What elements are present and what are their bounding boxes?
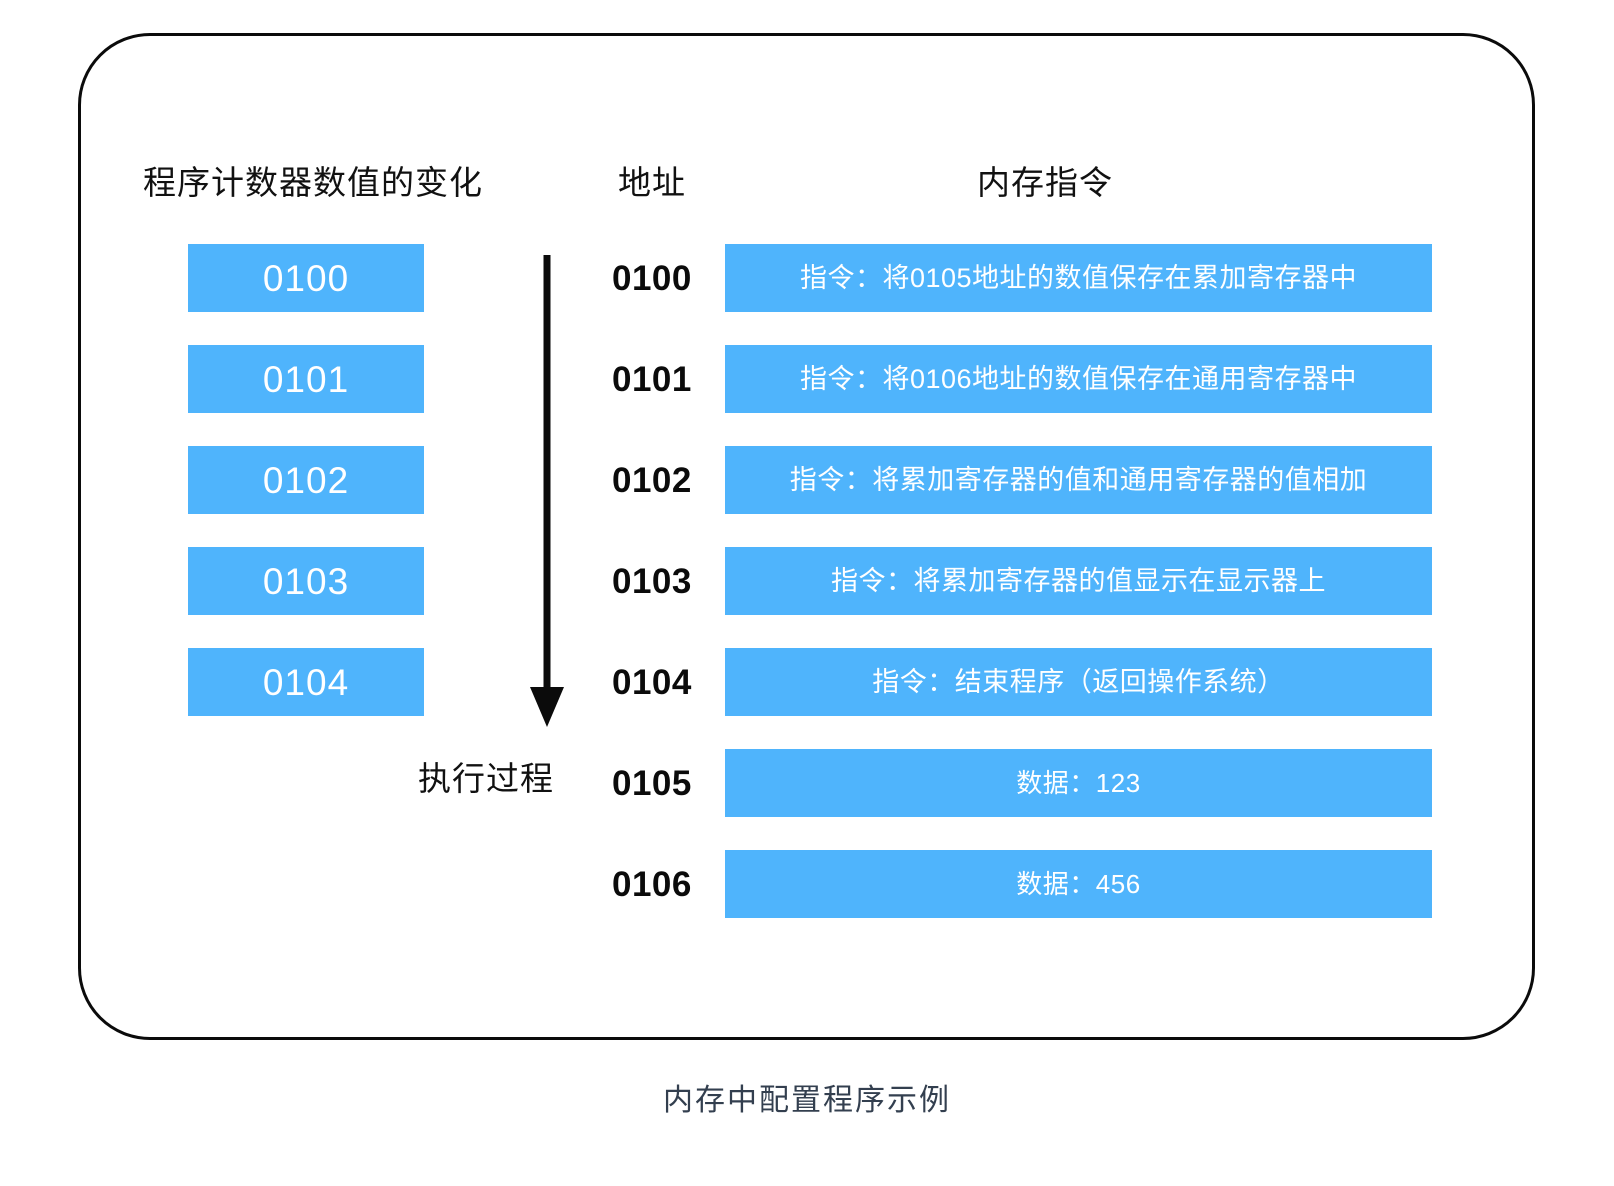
table-row: 0101 指令：将0106地址的数值保存在通用寄存器中	[612, 345, 1432, 413]
table-row: 0100 指令：将0105地址的数值保存在累加寄存器中	[612, 244, 1432, 312]
memory-instruction-text: 指令：将累加寄存器的值和通用寄存器的值相加	[789, 464, 1368, 495]
memory-table: 0100 指令：将0105地址的数值保存在累加寄存器中 0101 指令：将010…	[612, 244, 1432, 951]
memory-instruction-text: 指令：将0105地址的数值保存在累加寄存器中	[799, 262, 1358, 293]
memory-data-text: 数据：123	[1016, 768, 1141, 798]
memory-instruction-bar: 指令：将0105地址的数值保存在累加寄存器中	[725, 244, 1432, 312]
program-counter-value: 0100	[262, 257, 350, 299]
table-row: 0104 指令：结束程序（返回操作系统）	[612, 648, 1432, 716]
program-counter-column: 0100 0101 0102 0103 0104	[188, 244, 424, 749]
memory-address: 0105	[612, 763, 692, 803]
memory-address: 0101	[612, 359, 692, 399]
memory-instruction-text: 指令：结束程序（返回操作系统）	[872, 666, 1285, 697]
execution-process-label: 执行过程	[418, 760, 554, 797]
memory-data-bar: 数据：456	[725, 850, 1432, 918]
program-counter-value: 0102	[262, 459, 350, 501]
memory-instruction-text: 指令：将累加寄存器的值显示在显示器上	[831, 565, 1326, 596]
column-header-memory-instruction: 内存指令	[977, 164, 1113, 201]
memory-address: 0103	[612, 561, 692, 601]
table-row: 0103 指令：将累加寄存器的值显示在显示器上	[612, 547, 1432, 615]
table-row: 0102 指令：将累加寄存器的值和通用寄存器的值相加	[612, 446, 1432, 514]
memory-instruction-bar: 指令：将累加寄存器的值显示在显示器上	[725, 547, 1432, 615]
memory-address: 0100	[612, 258, 692, 298]
table-row: 0106 数据：456	[612, 850, 1432, 918]
program-counter-box: 0101	[188, 345, 424, 413]
memory-instruction-bar: 指令：将累加寄存器的值和通用寄存器的值相加	[725, 446, 1432, 514]
memory-instruction-bar: 指令：结束程序（返回操作系统）	[725, 648, 1432, 716]
table-row: 0105 数据：123	[612, 749, 1432, 817]
memory-instruction-bar: 指令：将0106地址的数值保存在通用寄存器中	[725, 345, 1432, 413]
program-counter-value: 0104	[262, 661, 350, 703]
program-counter-value: 0101	[262, 358, 350, 400]
memory-instruction-text: 指令：将0106地址的数值保存在通用寄存器中	[799, 363, 1358, 394]
memory-data-text: 数据：456	[1016, 869, 1141, 899]
program-counter-value: 0103	[262, 560, 350, 602]
program-counter-box: 0102	[188, 446, 424, 514]
column-header-program-counter: 程序计数器数值的变化	[143, 164, 483, 201]
program-counter-box: 0100	[188, 244, 424, 312]
figure-caption: 内存中配置程序示例	[663, 1084, 951, 1117]
program-counter-box: 0103	[188, 547, 424, 615]
memory-address: 0102	[612, 460, 692, 500]
memory-address: 0106	[612, 864, 692, 904]
memory-data-bar: 数据：123	[725, 749, 1432, 817]
down-arrow-icon	[530, 255, 564, 727]
column-header-address: 地址	[618, 164, 686, 201]
program-counter-box: 0104	[188, 648, 424, 716]
memory-address: 0104	[612, 662, 692, 702]
